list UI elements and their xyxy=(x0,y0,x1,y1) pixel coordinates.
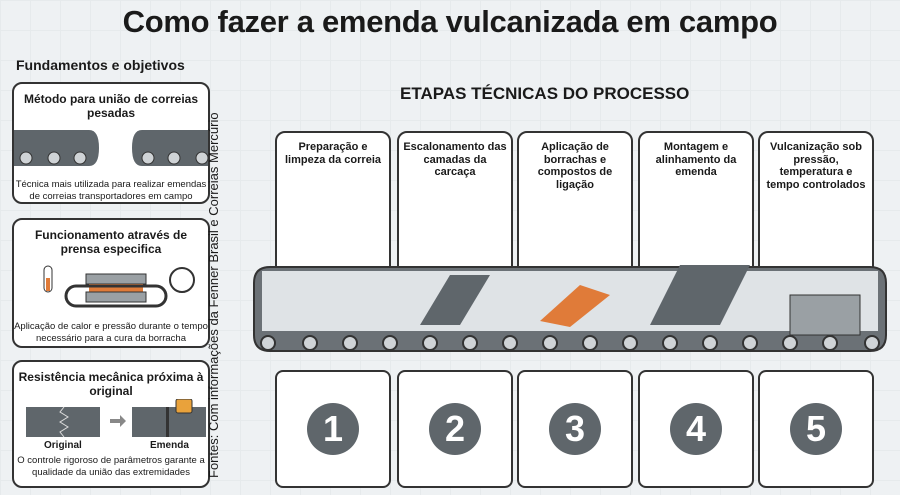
step-card-5: Vulcanização sob pressão, temperatura e … xyxy=(758,131,874,281)
card-press: Funcionamento através de prensa especifi… xyxy=(12,218,210,348)
step-card-3: Aplicação de borrachas e compostos de li… xyxy=(517,131,633,281)
step-card-2: Escalonamento das camadas da carcaça xyxy=(397,131,513,281)
step-label: Preparação e limpeza da correia xyxy=(285,141,381,166)
press-icon xyxy=(43,265,195,308)
step-number: 5 xyxy=(790,403,842,455)
label-original: Original xyxy=(44,440,82,451)
step-number: 3 xyxy=(549,403,601,455)
conveyor-belt xyxy=(253,265,887,352)
step-number-4: 4 xyxy=(638,370,754,488)
label-emenda: Emenda xyxy=(150,440,189,451)
card-text: O controle rigoroso de parâmetros garant… xyxy=(17,455,205,478)
step-number-3: 3 xyxy=(517,370,633,488)
step-number-2: 2 xyxy=(397,370,513,488)
step-label: Montagem e alinhamento da emenda xyxy=(655,141,737,178)
step-card-4: Montagem e alinhamento da emenda xyxy=(638,131,754,281)
card-text: Aplicação de calor e pressão durante o t… xyxy=(14,321,208,344)
step-number-1: 1 xyxy=(275,370,391,488)
card-title: Método para união de correias pesadas xyxy=(23,92,199,120)
card-resistance: Resistência mecânica próxima à original … xyxy=(12,360,210,488)
card-method: Método para união de correias pesadas Té… xyxy=(12,82,210,204)
step-label: Escalonamento das camadas da carcaça xyxy=(403,141,507,178)
step-label: Vulcanização sob pressão, temperatura e … xyxy=(766,141,866,191)
card-title: Resistência mecânica próxima à original xyxy=(18,370,204,398)
step-card-1: Preparação e limpeza da correia xyxy=(275,131,391,281)
steps-title: ETAPAS TÉCNICAS DO PROCESSO xyxy=(400,84,690,103)
step-label: Aplicação de borrachas e compostos de li… xyxy=(537,141,613,191)
page-title: Como fazer a emenda vulcanizada em campo xyxy=(122,4,778,39)
card-text: Técnica mais utilizada para realizar eme… xyxy=(15,179,207,202)
source-note: Fontes: Com informações da Fenner Brasil… xyxy=(206,112,221,478)
step-number-5: 5 xyxy=(758,370,874,488)
conveyor-icon xyxy=(14,130,208,166)
step-number: 2 xyxy=(429,403,481,455)
splice-comparison-icon xyxy=(26,399,206,438)
card-title: Funcionamento através de prensa especifi… xyxy=(34,228,188,256)
step-number: 1 xyxy=(307,403,359,455)
section-title: Fundamentos e objetivos xyxy=(16,57,185,73)
step-number: 4 xyxy=(670,403,722,455)
